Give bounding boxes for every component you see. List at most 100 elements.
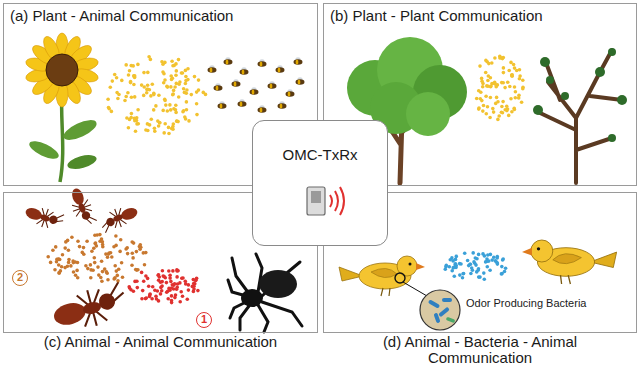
scent-dot	[469, 272, 473, 276]
scent-dot	[477, 106, 481, 110]
scent-dot	[163, 99, 167, 103]
scent-dot	[131, 251, 135, 255]
tarantula	[241, 289, 263, 307]
scent-dot	[162, 131, 166, 135]
scent-dot	[166, 85, 170, 89]
scent-dot	[496, 118, 500, 122]
scent-dot	[470, 266, 474, 270]
scent-dot	[508, 85, 512, 89]
scent-dot	[124, 95, 128, 99]
scent-dot	[144, 251, 148, 255]
scent-dot	[134, 130, 138, 134]
scent-dot	[178, 300, 182, 304]
scent-dot	[162, 275, 166, 279]
scent-dot	[445, 264, 449, 268]
scent-dot	[480, 77, 484, 81]
scent-dot	[160, 289, 164, 293]
scent-dot	[505, 104, 509, 108]
scent-dot	[463, 252, 467, 256]
bacteria-magnifier	[446, 317, 456, 323]
bacteria-magnifier	[395, 273, 460, 330]
scent-dot	[486, 265, 490, 269]
scent-dot	[173, 85, 177, 89]
scent-dot	[175, 285, 179, 289]
scent-dot	[484, 260, 488, 264]
scent-dot	[167, 287, 171, 291]
scent-dot	[145, 296, 149, 300]
scent-dot	[152, 93, 156, 97]
scent-dot	[113, 264, 117, 268]
scent-dot	[109, 86, 113, 90]
device-icon	[293, 179, 353, 223]
scent-dot	[161, 62, 165, 66]
scent-dot	[477, 275, 481, 279]
scent-dot	[110, 255, 114, 259]
scent-dot	[484, 95, 488, 99]
scent-dot	[115, 76, 119, 80]
bee-swarm	[218, 101, 227, 109]
scent-dot	[496, 262, 500, 266]
scent-dot	[110, 110, 114, 114]
bee-swarm	[278, 101, 287, 109]
scent-dot	[120, 261, 124, 265]
signal-wave	[330, 195, 332, 207]
scent-dot	[500, 105, 504, 109]
scent-dot	[475, 97, 479, 101]
device-body	[307, 187, 325, 215]
scent-dot	[490, 61, 494, 65]
scent-dot	[175, 275, 179, 279]
scent-dot	[152, 108, 156, 112]
scent-dot	[103, 267, 107, 271]
scent-dot	[187, 119, 191, 123]
scent-dot	[507, 69, 511, 73]
scent-dot	[487, 62, 491, 66]
birds	[339, 256, 425, 296]
scent-dot	[53, 268, 57, 272]
sunflower	[61, 116, 100, 144]
scent-dot	[127, 73, 131, 77]
scent-dot	[159, 286, 163, 290]
bee-swarm	[240, 67, 249, 75]
scent-dot	[112, 277, 116, 281]
damaged-tree	[533, 105, 543, 115]
bacteria-magnifier	[420, 290, 460, 330]
scent-dot	[204, 93, 208, 97]
scent-dot	[493, 81, 497, 85]
scent-dot	[180, 277, 184, 281]
bacteria-magnifier	[403, 282, 427, 296]
bee-swarm	[258, 59, 267, 67]
scent-dot	[58, 258, 62, 262]
scent-dot	[477, 253, 481, 257]
scent-dot	[123, 99, 127, 103]
scent-dot	[504, 266, 508, 270]
scent-dot	[69, 264, 73, 268]
scent-dot	[520, 101, 524, 105]
scent-dot	[170, 294, 174, 298]
scent-dot	[132, 241, 136, 245]
scent-dot	[46, 255, 50, 259]
scent-dot	[136, 286, 140, 290]
scent-dot	[481, 109, 485, 113]
scent-dot	[121, 276, 125, 280]
scent-dot	[171, 64, 175, 68]
scent-dot	[76, 239, 80, 243]
scent-dot	[140, 297, 144, 301]
scent-dot	[444, 267, 448, 271]
scent-dot	[499, 56, 503, 60]
scent-dot	[501, 257, 505, 261]
scent-dot	[163, 122, 167, 126]
scent-dot	[140, 83, 144, 87]
damaged-tree	[595, 67, 605, 77]
scent-dot	[495, 96, 499, 100]
scent-dot	[518, 77, 522, 81]
scent-dot	[165, 291, 169, 295]
scent-dot	[506, 81, 510, 85]
scent-dot	[150, 118, 154, 122]
sunflower	[27, 138, 61, 162]
scent-dot	[478, 64, 482, 68]
scent-dot	[130, 96, 134, 100]
scent-dot	[165, 84, 169, 88]
signal-wave	[335, 191, 338, 211]
bee-swarm	[224, 57, 233, 65]
scent-dot	[125, 246, 129, 250]
